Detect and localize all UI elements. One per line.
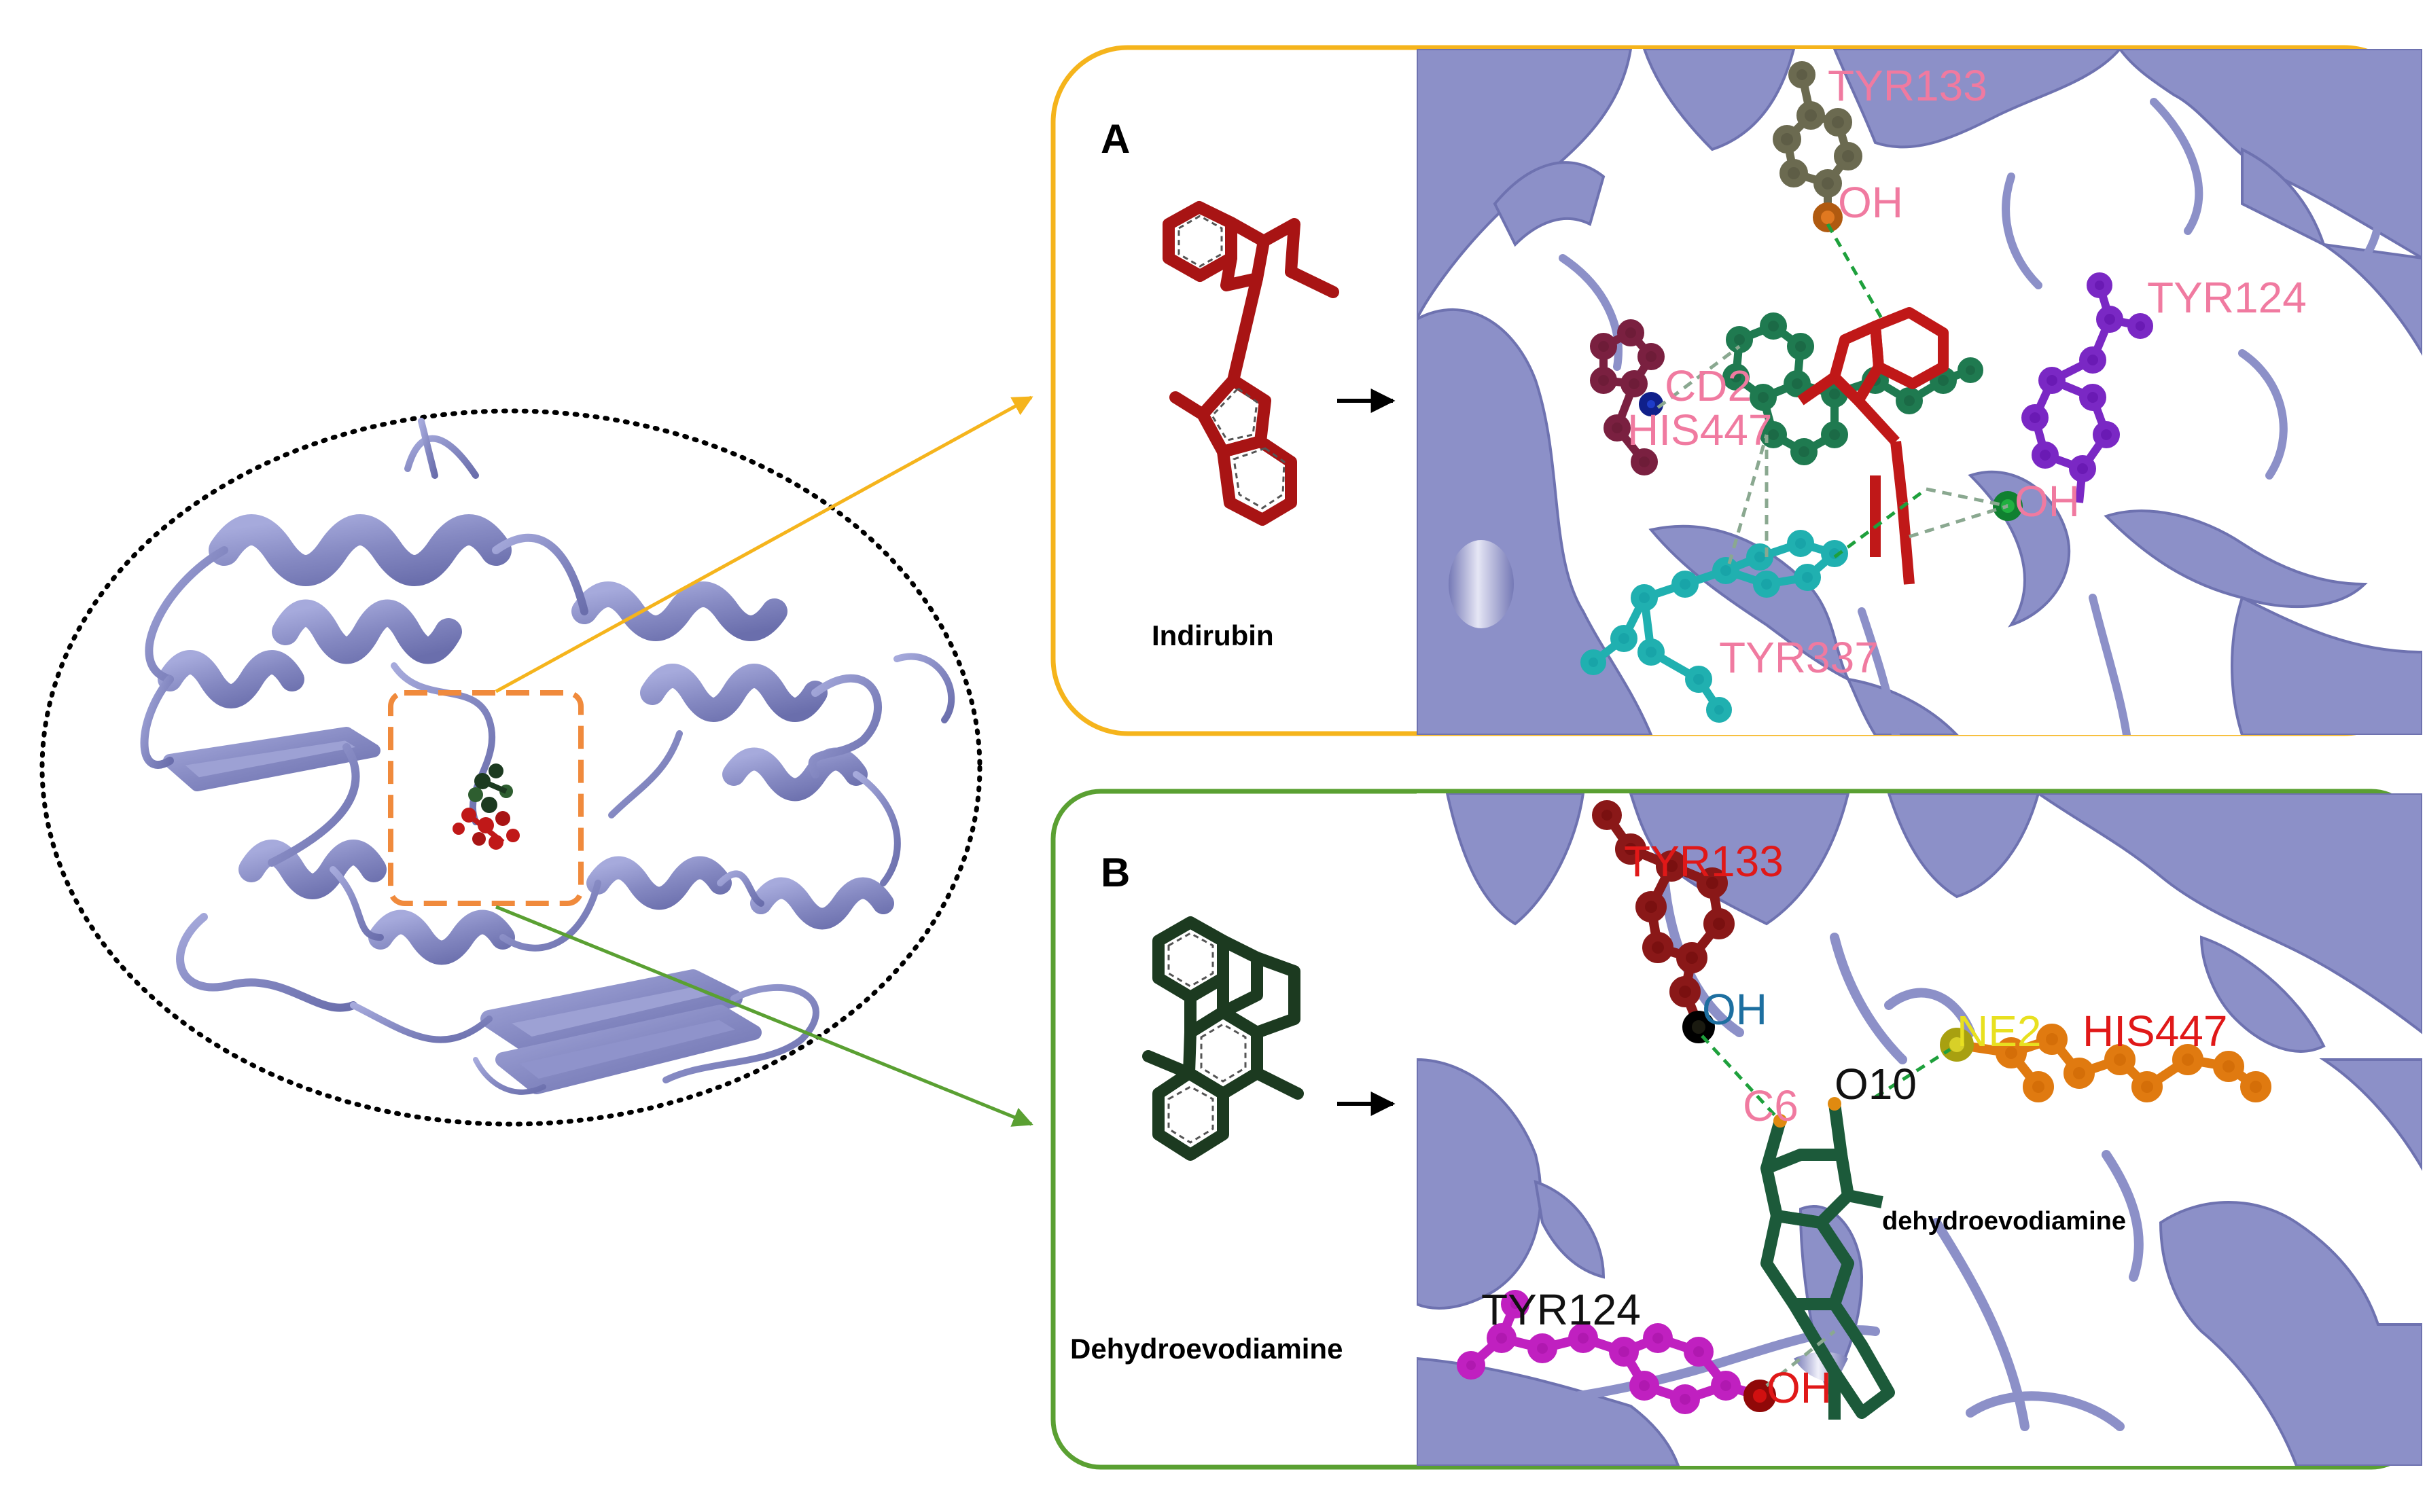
tyr124-residue <box>1993 272 2153 521</box>
tyr337-residue <box>1580 530 1848 723</box>
label-tyr124-b: TYR124 <box>1481 1285 1641 1334</box>
panel-a: A Indirubin <box>1050 45 2422 736</box>
binding-site-ellipse <box>39 408 982 1127</box>
indirubin-structure <box>1163 201 1339 526</box>
label-oh-top-a: OH <box>1838 178 1903 227</box>
label-oh-bottom-b: OH <box>1767 1363 1832 1412</box>
zoom-arrow-a <box>495 395 1033 694</box>
label-his447-b: HIS447 <box>2083 1007 2227 1056</box>
tyr133-residue <box>1773 61 1862 232</box>
label-tyr133-b: TYR133 <box>1624 837 1784 886</box>
label-o10-b: O10 <box>1835 1060 1917 1109</box>
his447-residue <box>1590 319 1665 475</box>
label-oh-top-b: OH <box>1702 985 1767 1034</box>
dehydroevodiamine-structure <box>1142 916 1304 1161</box>
tyr124-residue-b <box>1457 1290 1776 1414</box>
label-cd2-a: CD2 <box>1665 361 1752 410</box>
interaction-lines-a <box>1657 223 2008 564</box>
label-ne2-b: NE2 <box>1957 1007 2042 1056</box>
his447-residue-b <box>1940 1024 2271 1102</box>
binding-pocket-a: TYR133 OH TYR124 CD2 HIS447 OH TYR337 <box>1417 49 2422 735</box>
indirubin-ligand-3d <box>1797 307 1949 585</box>
label-oh-right-a: OH <box>2015 477 2080 526</box>
binding-pocket-b: TYR133 OH NE2 HIS447 C6 O10 dehydroevodi… <box>1417 793 2422 1466</box>
interaction-lines-b <box>1701 1034 1951 1387</box>
indirubin-label: Indirubin <box>1152 619 1274 651</box>
label-tyr124-a: TYR124 <box>2147 273 2307 322</box>
label-tyr337-a: TYR337 <box>1719 633 1879 682</box>
dehydroevodiamine-label: Dehydroevodiamine <box>1070 1333 1343 1365</box>
docked-ligands-cluster <box>453 763 520 850</box>
panel-b-letter: B <box>1101 850 1130 895</box>
zoom-arrow-b <box>495 905 1033 1127</box>
label-tyr133-a: TYR133 <box>1828 61 1987 110</box>
label-his447-a: HIS447 <box>1627 406 1772 454</box>
label-ligand-b: dehydroevodiamine <box>1882 1207 2126 1236</box>
label-c6-b: C6 <box>1743 1081 1799 1130</box>
protein-overview <box>39 408 982 1127</box>
tyr133-residue-b <box>1592 800 1735 1043</box>
focus-box <box>388 690 584 906</box>
dehydroevodiamine-ligand-3d <box>1760 1102 1895 1420</box>
panel-a-letter: A <box>1101 116 1130 162</box>
panel-b: B Dehydroevodiamine <box>1050 789 2422 1470</box>
protein-ribbon-icon <box>140 418 955 1095</box>
